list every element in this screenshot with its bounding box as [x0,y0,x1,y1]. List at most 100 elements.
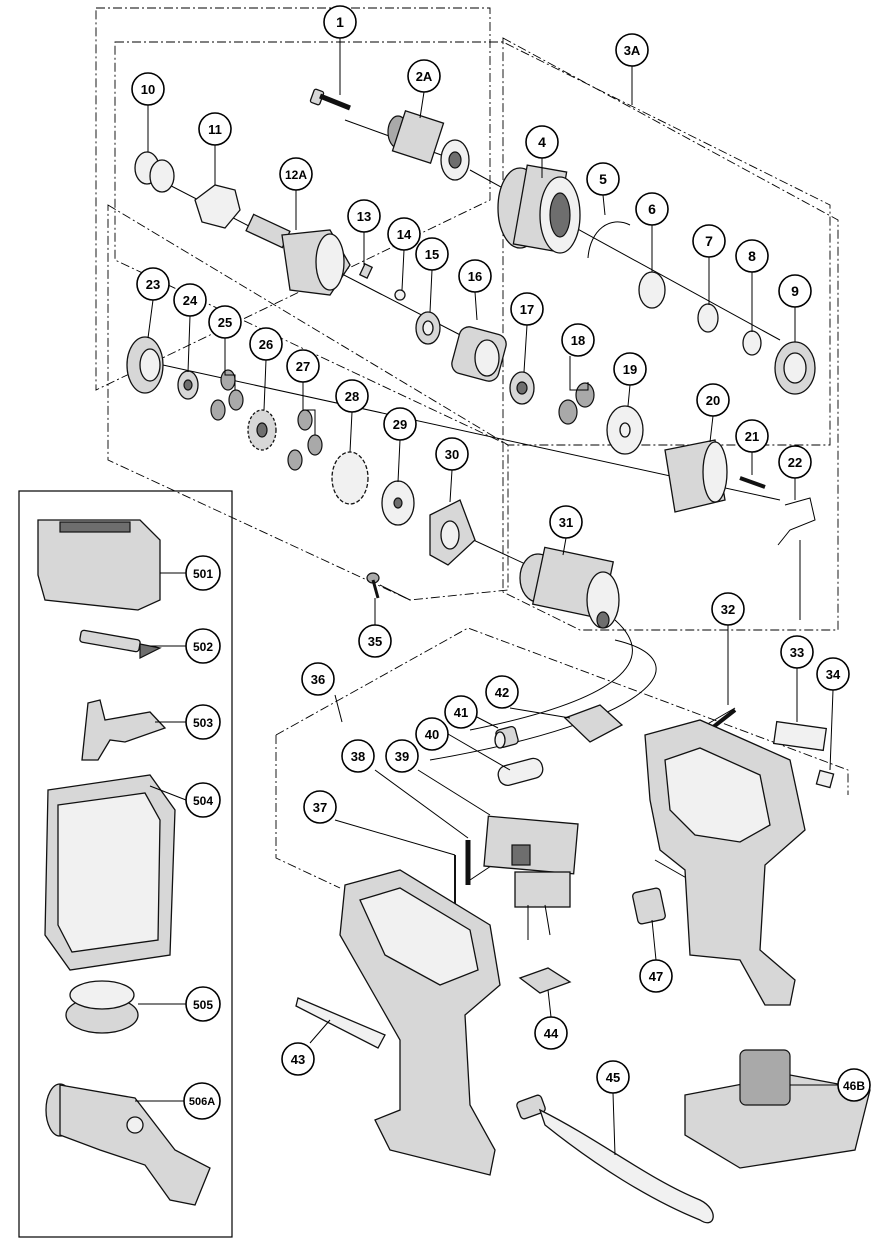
callout-4: 4 [525,125,559,159]
part-ring-28 [331,451,369,505]
assembly-group-outlines [95,7,849,889]
part-gears-27 [287,409,323,471]
part-carrier-24 [177,370,199,400]
callout-27: 27 [286,349,320,383]
part-clip-8 [742,330,762,356]
callout-18: 18 [561,323,595,357]
part-motor-31 [519,546,620,629]
part-screw-32 [710,708,737,730]
callout-501: 501 [185,555,221,591]
part-bit-holder-505 [65,980,139,1034]
part-washer-15 [415,311,441,345]
callout-label: 14 [397,227,412,242]
part-screw-35 [366,572,380,599]
part-wire-5 [587,221,631,259]
callout-8: 8 [735,239,769,273]
callout-5: 5 [586,162,620,196]
callout-11: 11 [198,112,232,146]
callout-label: 32 [721,602,735,617]
callout-44: 44 [534,1016,568,1050]
part-clip-34 [815,769,835,789]
callout-label: 23 [146,277,160,292]
callout-9: 9 [778,274,812,308]
part-springs-10 [134,151,175,193]
callout-label: 26 [259,337,273,352]
part-label-33 [772,720,828,752]
callout-7: 7 [692,224,726,258]
part-bit-502 [79,629,162,659]
callout-label: 4 [538,134,546,150]
callout-13: 13 [347,199,381,233]
part-carrier-17 [509,371,535,405]
part-knob-40 [497,757,544,786]
part-gear-23 [126,336,164,394]
part-plate-29 [381,480,415,526]
callout-label: 43 [291,1052,305,1067]
part-gears-25 [210,369,244,421]
part-clip-44 [518,967,572,994]
part-wedge-43 [295,997,386,1049]
callout-label: 502 [193,640,213,654]
callout-label: 16 [468,269,482,284]
callout-1: 1 [323,5,357,39]
callout-label: 36 [311,672,325,687]
part-angle-attachment-506A [45,1083,211,1206]
callout-32: 32 [711,592,745,626]
callout-leaders [135,38,838,1156]
callout-label: 29 [393,417,407,432]
part-cap-47 [632,887,666,925]
callout-40: 40 [415,717,449,751]
callout-505: 505 [185,986,221,1022]
callout-label: 1 [336,14,344,30]
callout-47: 47 [639,959,673,993]
callout-35: 35 [358,624,392,658]
callout-label: 12A [285,168,307,182]
part-nut-9 [774,341,816,395]
callout-39: 39 [385,739,419,773]
part-clip-22 [777,497,816,546]
callout-label: 10 [141,82,155,97]
part-strap-45 [516,1094,714,1224]
part-ring-gear-16 [451,326,507,382]
callout-17: 17 [510,292,544,326]
callout-label: 35 [368,634,382,649]
callout-504: 504 [185,782,221,818]
callout-label: 2A [416,69,433,84]
callout-21: 21 [735,419,769,453]
callout-15: 15 [415,237,449,271]
callout-label: 44 [544,1026,559,1041]
callout-label: 506A [189,1096,215,1108]
part-switch-39 [483,815,579,940]
callout-label: 34 [826,667,841,682]
callout-label: 33 [790,645,804,660]
part-button-42 [563,704,624,743]
callout-label: 13 [357,209,371,224]
callout-label: 501 [193,567,213,581]
callout-label: 18 [571,333,585,348]
part-housing-20 [664,439,728,513]
callout-19: 19 [613,352,647,386]
callout-43: 43 [281,1042,315,1076]
callout-label: 42 [495,685,509,700]
callout-46B: 46B [837,1068,871,1102]
callout-label: 17 [520,302,534,317]
part-washer-19 [606,405,644,455]
callout-label: 19 [623,362,637,377]
part-housing-right [644,719,806,1006]
callout-label: 11 [208,122,222,137]
accessories-frame [18,490,233,1238]
part-gear-26 [247,409,277,451]
callout-14: 14 [387,217,421,251]
callout-label: 46B [843,1079,865,1093]
callout-label: 3A [624,43,641,58]
part-clutch-ring-4 [497,164,581,254]
part-charger-501 [37,519,161,611]
part-case-504 [44,774,176,971]
part-spindle-12A [245,213,351,296]
part-screw-21 [739,476,766,489]
part-ring-6 [638,271,666,309]
callout-31: 31 [549,505,583,539]
part-mount-30 [429,499,476,566]
callout-26: 26 [249,327,283,361]
